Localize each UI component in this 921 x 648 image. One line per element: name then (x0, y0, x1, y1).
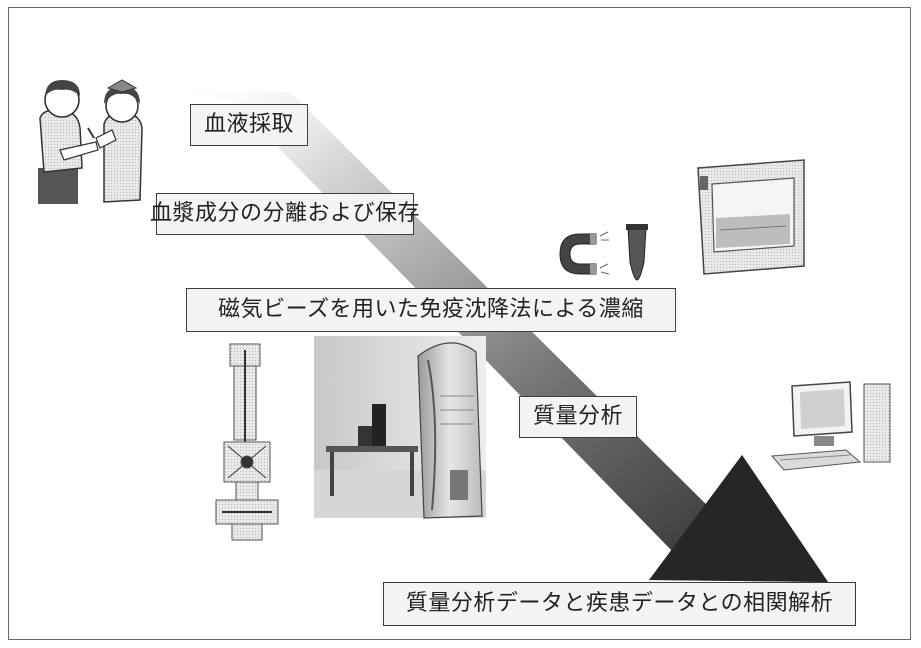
mass-spec-schematic (215, 343, 279, 541)
processing-instrument-illustration (697, 159, 805, 275)
magnet-icon (559, 231, 610, 275)
step-mass-spectrometry: 質量分析 (519, 396, 637, 438)
computer-illustration (770, 381, 891, 471)
mass-spectrometer-lab-illustration (314, 336, 486, 519)
step-blood-collection: 血液採取 (190, 104, 308, 146)
step-plasma-separation-storage: 血漿成分の分離および保存 (150, 193, 420, 235)
step-magnetic-bead-immunoprecipitation: 磁気ビーズを用いた免疫沈降法による濃縮 (186, 288, 676, 332)
blood-draw-illustration (38, 79, 143, 204)
step-correlation-analysis: 質量分析データと疾患データとの相関解析 (383, 582, 856, 626)
sample-tube-icon (626, 224, 648, 281)
workflow-arrow (150, 92, 828, 582)
